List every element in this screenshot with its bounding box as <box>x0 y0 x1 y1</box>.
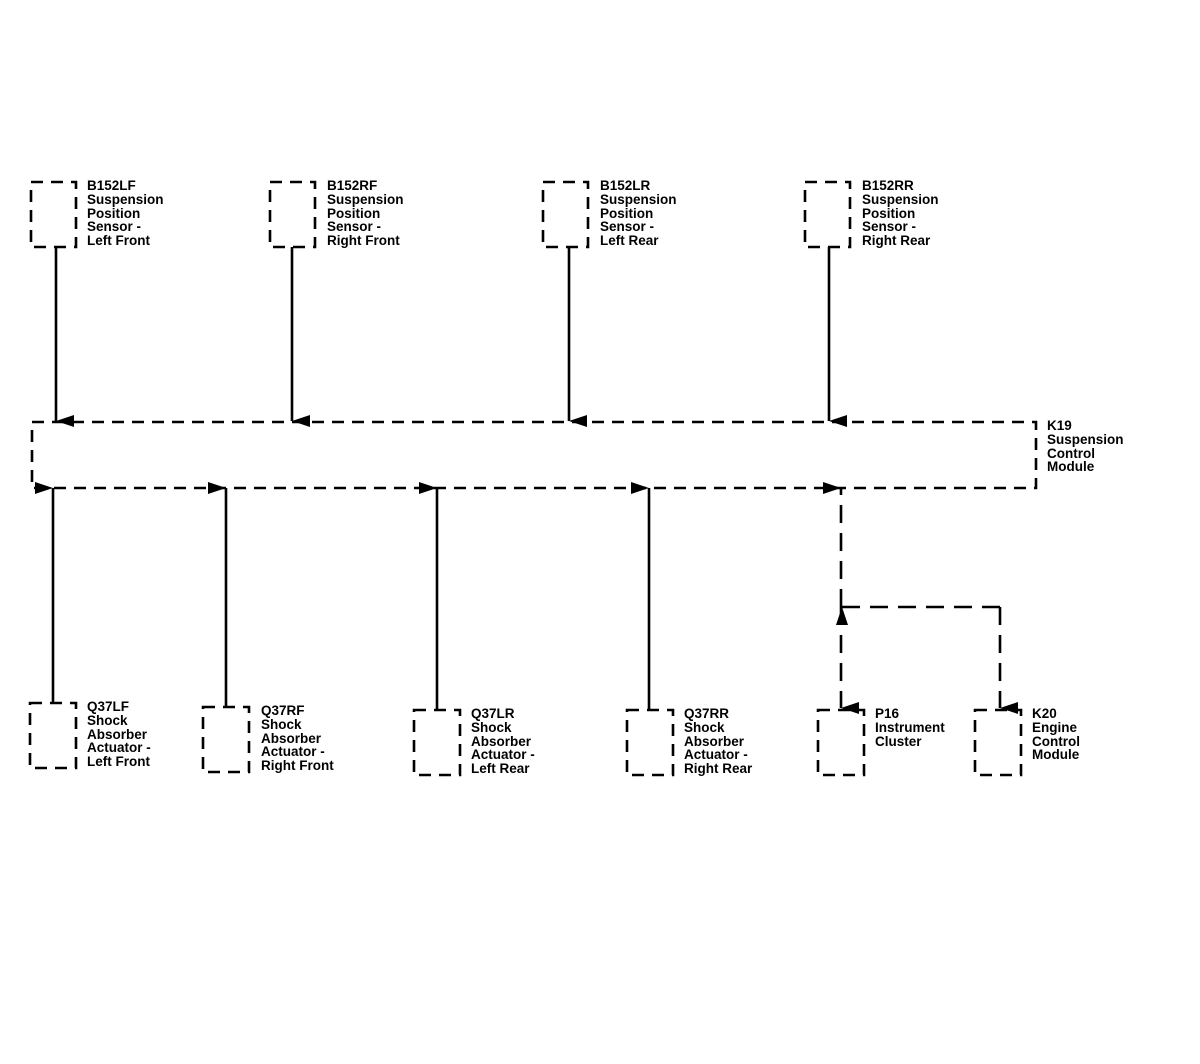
q37lr-name-line-4: Left Rear <box>471 761 530 777</box>
q37rf-label: Q37RF Shock Absorber Actuator - Right Fr… <box>261 704 334 773</box>
b152rf-name-line-4: Right Front <box>327 233 400 249</box>
p16-box <box>816 708 866 777</box>
b152lf-box <box>29 180 78 249</box>
k20-code: K20 <box>1032 706 1057 721</box>
b152rf-name-line-3: Sensor - <box>327 219 382 235</box>
b152rf-label: B152RF Suspension Position Sensor - Righ… <box>327 179 404 248</box>
b152rf-code: B152RF <box>327 178 378 193</box>
b152lr-label: B152LR Suspension Position Sensor - Left… <box>600 179 677 248</box>
k19-name-line-3: Module <box>1047 459 1095 475</box>
b152rr-name-line-2: Position <box>862 205 916 221</box>
q37lf-code: Q37LF <box>87 699 130 714</box>
q37rf-name-line-2: Absorber <box>261 730 322 746</box>
q37lf-name-line-4: Left Front <box>87 754 150 770</box>
b152lr-code: B152LR <box>600 178 651 193</box>
b152rr-name-line-3: Sensor - <box>862 219 917 235</box>
q37lf-label: Q37LF Shock Absorber Actuator - Left Fro… <box>87 700 151 769</box>
q37lr-label: Q37LR Shock Absorber Actuator - Left Rea… <box>471 707 535 776</box>
b152rr-name-line-4: Right Rear <box>862 233 931 249</box>
b152lr-name-line-1: Suspension <box>600 191 677 207</box>
q37rf-box <box>201 705 251 774</box>
k20-name-line-1: Engine <box>1032 719 1078 735</box>
q37rf-name-line-1: Shock <box>261 716 302 732</box>
k19-name-line-2: Control <box>1047 445 1095 461</box>
k20-name-line-3: Module <box>1032 747 1080 763</box>
b152rr-name-line-1: Suspension <box>862 191 939 207</box>
b152rf-name-line-1: Suspension <box>327 191 404 207</box>
q37lf-name-line-2: Absorber <box>87 726 148 742</box>
k20-label: K20 Engine Control Module <box>1032 707 1080 762</box>
serial-data-lines <box>823 482 1018 714</box>
q37rf-code: Q37RF <box>261 703 305 718</box>
q37rr-name-line-3: Actuator - <box>684 747 748 763</box>
q37lr-box <box>412 708 462 777</box>
b152lf-label: B152LF Suspension Position Sensor - Left… <box>87 179 164 248</box>
q37lr-name-line-2: Absorber <box>471 733 532 749</box>
b152lr-box <box>541 180 590 249</box>
q37rr-name-line-4: Right Rear <box>684 761 753 777</box>
q37rf-name-line-3: Actuator - <box>261 744 325 760</box>
q37rr-code: Q37RR <box>684 706 730 721</box>
k20-name-line-2: Control <box>1032 733 1080 749</box>
b152lf-name-line-1: Suspension <box>87 191 164 207</box>
k19-label: K19 Suspension Control Module <box>1047 419 1124 474</box>
p16-label: P16 Instrument Cluster <box>875 707 945 748</box>
b152lr-name-line-2: Position <box>600 205 654 221</box>
q37lf-name-line-3: Actuator - <box>87 740 151 756</box>
q37rr-box <box>625 708 675 777</box>
b152rr-code: B152RR <box>862 178 914 193</box>
p16-name-line-2: Cluster <box>875 733 922 749</box>
b152lr-name-line-4: Left Rear <box>600 233 659 249</box>
q37lr-name-line-3: Actuator - <box>471 747 535 763</box>
component-boxes <box>28 180 1038 777</box>
q37lf-name-line-1: Shock <box>87 712 128 728</box>
q37rr-name-line-2: Absorber <box>684 733 745 749</box>
b152lf-name-line-3: Sensor - <box>87 219 142 235</box>
k20-box <box>973 708 1023 777</box>
k19-name-line-1: Suspension <box>1047 431 1124 447</box>
q37rf-name-line-4: Right Front <box>261 758 334 774</box>
b152lf-name-line-2: Position <box>87 205 141 221</box>
b152lr-name-line-3: Sensor - <box>600 219 655 235</box>
q37rr-name-line-1: Shock <box>684 719 725 735</box>
solid-signal-lines <box>35 247 847 710</box>
q37lr-name-line-1: Shock <box>471 719 512 735</box>
p16-name-line-1: Instrument <box>875 719 945 735</box>
q37lr-code: Q37LR <box>471 706 515 721</box>
b152rr-box <box>803 180 852 249</box>
b152rr-label: B152RR Suspension Position Sensor - Righ… <box>862 179 939 248</box>
q37lf-box <box>28 701 78 770</box>
k19-box <box>30 420 1038 490</box>
k19-code: K19 <box>1047 418 1072 433</box>
b152rf-name-line-2: Position <box>327 205 381 221</box>
b152rf-box <box>268 180 317 249</box>
q37rr-label: Q37RR Shock Absorber Actuator - Right Re… <box>684 707 752 776</box>
p16-code: P16 <box>875 706 900 721</box>
b152lf-name-line-4: Left Front <box>87 233 150 249</box>
b152lf-code: B152LF <box>87 178 136 193</box>
